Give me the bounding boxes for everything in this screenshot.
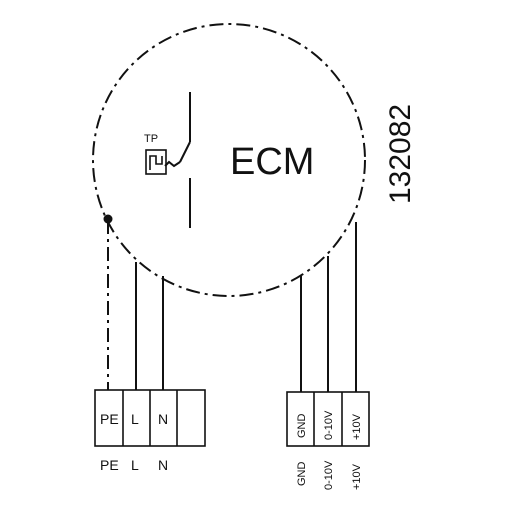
thermal-protector-label: TP xyxy=(144,133,158,145)
power-terminal-block xyxy=(94,389,206,447)
control-terminal-0-10v: 0-10V xyxy=(323,410,335,440)
pe-wire xyxy=(103,214,113,390)
motor-label: ECM xyxy=(230,141,314,183)
motor-boundary-circle xyxy=(92,23,366,297)
thermal-protector-switch xyxy=(164,92,191,228)
power-label-pe: PE xyxy=(100,457,119,473)
control-label-gnd: GND xyxy=(296,462,308,487)
control-label-plus10v: +10V xyxy=(351,463,363,490)
control-label-0-10v: 0-10V xyxy=(323,460,335,490)
drawing-number: 132082 xyxy=(384,104,417,204)
power-terminal-l: L xyxy=(131,411,139,427)
power-label-n: N xyxy=(158,457,168,473)
power-terminal-pe: PE xyxy=(100,411,119,427)
power-terminal-n: N xyxy=(158,411,168,427)
control-terminal-plus10v: +10V xyxy=(351,413,363,440)
control-terminal-block xyxy=(286,391,370,447)
control-terminal-gnd: GND xyxy=(296,414,308,439)
power-label-l: L xyxy=(131,457,139,473)
pe-junction-dot xyxy=(103,214,113,224)
thermal-protector-icon xyxy=(145,149,167,175)
